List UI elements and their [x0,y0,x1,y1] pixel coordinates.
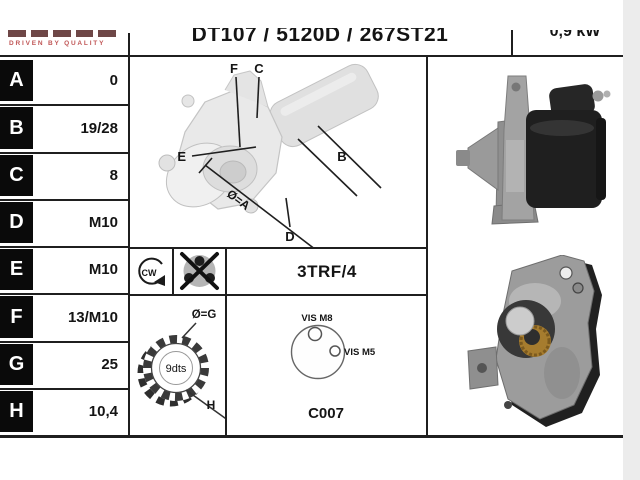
starter-sketch [158,63,379,214]
screw-top-label: VIS M8 [301,313,332,324]
dim-label-d: D [285,229,294,244]
cw-cell-border [172,247,174,296]
table-row-label-d: D [0,202,33,243]
icon-row-bottom-border [128,294,428,296]
mounting-screw-diagram: VIS M8 VIS M5 C007 [290,313,376,422]
cw-arrowhead-icon [154,275,165,286]
header-right-divider [511,30,513,55]
cw-label: CW [142,268,157,278]
pinion-dimension-diagram: F C E B D Ø=A [158,61,382,247]
table-row-label-e: E [0,249,33,290]
reference-title: DT107 / 5120D / 267ST21 [128,28,512,55]
table-row-label-f: F [0,296,33,338]
dim-label-b: B [337,149,346,164]
dim-label-f: F [230,61,238,76]
screw-hole-m8 [307,326,323,342]
header-left-divider [128,33,130,55]
table-row-value-d: M10 [88,214,118,231]
brand-tagline: DRIVEN BY QUALITY [9,40,106,47]
table-row-label-c: C [0,155,33,196]
table-row-label-g: G [0,344,33,385]
center-cell-border [225,247,227,437]
rotation-cw-icon: CW [138,257,165,286]
table-row-value-g: 25 [101,356,118,373]
dim-label-c: C [254,61,264,76]
dim-label-e: E [177,149,186,164]
table-row-label-a: A [0,60,33,101]
dimension-lines [191,76,382,247]
table-row-value-a: 0 [109,72,118,89]
diagram-code: C007 [308,405,344,422]
table-row-label-b: B [0,107,33,149]
pinion-gear-diagram: 9dts Ø=G H [137,309,225,420]
gear-dia-label: Ø=G [192,309,217,321]
power-rating-text: 0,9 kW [549,30,601,40]
screw-side-label: VIS M5 [344,347,376,358]
table-row-value-e: M10 [88,261,118,278]
table-row-value-b: 19/28 [80,119,118,137]
power-rating: 0,9 kW [512,30,638,55]
table-row-label-h: H [0,391,33,432]
reference-title-text: DT107 / 5120D / 267ST21 [191,28,449,46]
type-code: 3TRF/4 [297,261,357,281]
table-row-value-c: 8 [109,167,118,184]
table-row-value-f: 13/M10 [67,308,118,326]
starter-side-photo [456,75,611,225]
gear-teeth-label: 9dts [166,363,187,375]
screw-hole-m5 [329,345,341,357]
gear-h-label: H [207,398,216,412]
content-right-border [426,55,428,437]
crossed-out-mounting-icon [180,252,219,290]
scan-edge-strip [623,0,640,480]
brand-logo-fragment [8,30,116,37]
table-row-value-h: 10,4 [88,403,118,420]
starter-flange-photo [467,255,602,427]
header-divider-line [0,55,640,57]
icon-row-top-border [128,247,428,249]
bottom-border-line [0,435,640,438]
